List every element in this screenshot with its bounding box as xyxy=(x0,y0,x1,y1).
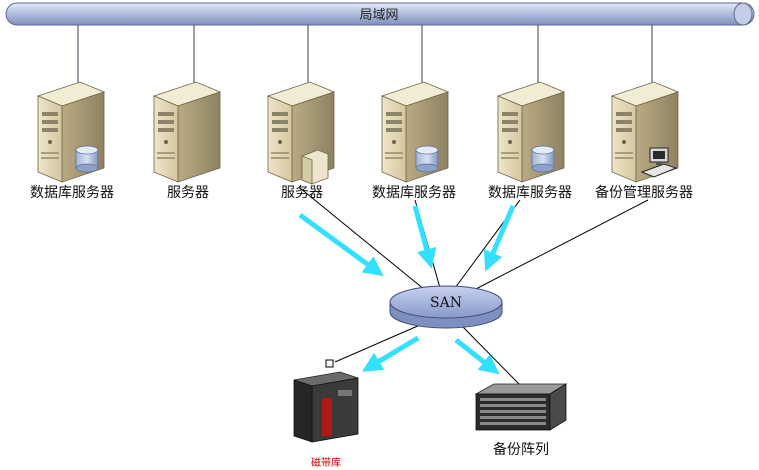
server-database-5: 数据库服务器 xyxy=(488,81,572,201)
server-label: 数据库服务器 xyxy=(372,185,456,201)
server-label: 服务器 xyxy=(167,185,209,201)
san-node: SAN xyxy=(389,285,503,329)
server-database-4: 数据库服务器 xyxy=(372,81,456,201)
tape-library-label: 磁带库 xyxy=(311,456,341,469)
backup-array-label: 备份阵列 xyxy=(493,441,549,458)
server-label: 服务器 xyxy=(281,185,323,201)
arrow-icon xyxy=(483,205,516,272)
arrow-icon xyxy=(361,335,420,372)
arrow-icon xyxy=(412,205,437,269)
backup-array: 备份阵列 xyxy=(474,383,568,458)
database-icon xyxy=(75,145,99,173)
computer-icon xyxy=(640,147,678,178)
database-icon xyxy=(531,145,555,173)
lan-pipe: 局域网 xyxy=(5,2,755,26)
server-label: 数据库服务器 xyxy=(488,185,572,201)
lan-drop-lines xyxy=(77,25,653,86)
server-file-3: 服务器 xyxy=(267,81,335,201)
arrow-icon xyxy=(298,212,384,277)
arrow-icon xyxy=(454,338,500,375)
lan-label: 局域网 xyxy=(359,8,398,23)
server-backup-manager-6: 备份管理服务器 xyxy=(595,81,693,201)
server-2: 服务器 xyxy=(153,81,221,201)
san-label: SAN xyxy=(430,295,462,311)
tape-library: 磁带库 xyxy=(293,359,359,469)
database-icon xyxy=(415,145,439,173)
server-database-1: 数据库服务器 xyxy=(30,81,114,201)
server-label: 备份管理服务器 xyxy=(595,184,693,201)
server-label: 数据库服务器 xyxy=(30,185,114,201)
folder-icon xyxy=(301,149,329,185)
data-flow-arrows xyxy=(298,205,516,375)
